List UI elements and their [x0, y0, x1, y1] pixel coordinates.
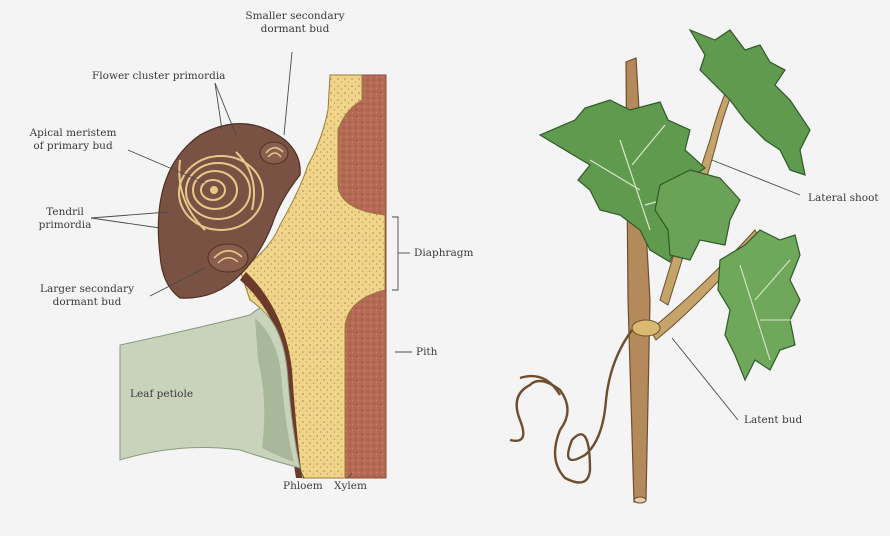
latent-bud-node [632, 320, 660, 336]
label-larger-secondary-bud: Larger secondary dormant bud [22, 283, 152, 309]
vine-shoot-illustration [510, 30, 810, 503]
label-diaphragm: Diaphragm [414, 247, 473, 260]
label-lateral-shoot: Lateral shoot [808, 192, 879, 205]
label-latent-bud: Latent bud [744, 414, 802, 427]
label-apical-meristem: Apical meristem of primary bud [18, 127, 128, 153]
label-smaller-secondary-bud: Smaller secondary dormant bud [240, 10, 350, 36]
tendril [510, 330, 632, 483]
label-pith: Pith [416, 346, 437, 359]
apical-meristem-point [210, 186, 218, 194]
larger-secondary-bud [208, 244, 248, 272]
smaller-secondary-bud [260, 142, 288, 164]
label-phloem: Phloem [283, 480, 323, 493]
label-flower-cluster-primordia: Flower cluster primordia [92, 70, 225, 83]
bud-cross-section [91, 52, 412, 478]
label-leaf-petiole: Leaf petiole [130, 388, 193, 401]
cane-cut-end [634, 497, 646, 503]
label-tendril-primordia: Tendril primordia [35, 206, 95, 232]
leaf-right-lower [718, 230, 800, 380]
label-xylem: Xylem [334, 480, 367, 493]
